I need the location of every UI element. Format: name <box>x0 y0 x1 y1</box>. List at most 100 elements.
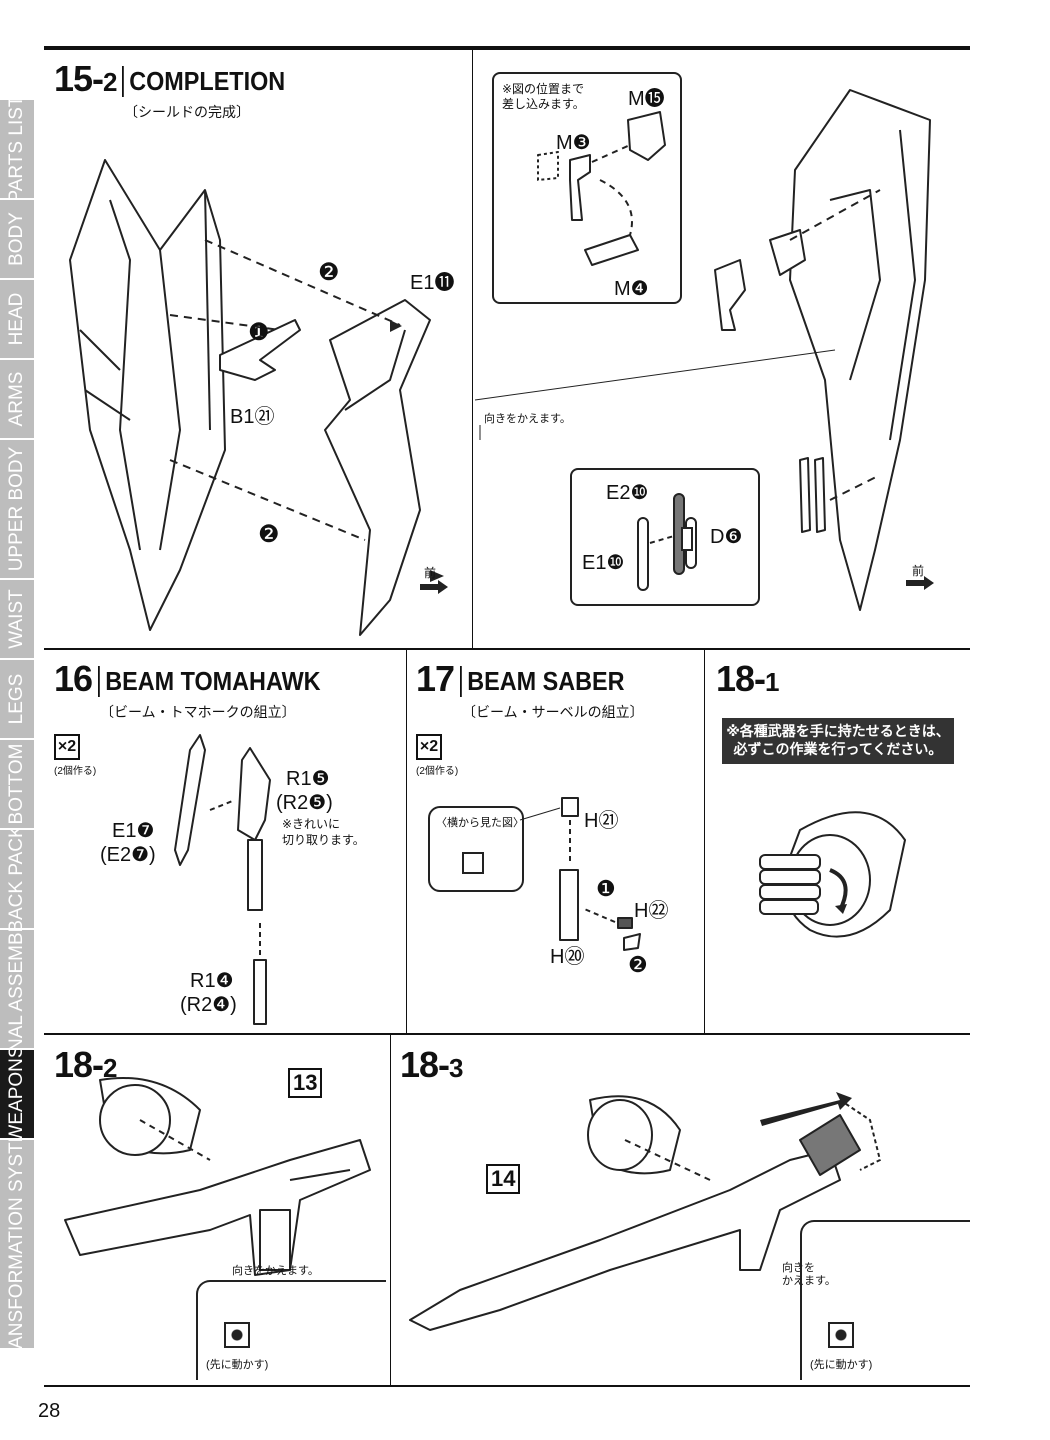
section-tab-label: BOTTOM <box>6 743 27 825</box>
section-tab-label: UPPER BODY <box>6 446 27 572</box>
first-move-note-18-2: (先に動かす) <box>206 1359 269 1371</box>
label-b1-21: B1㉑ <box>230 406 275 428</box>
section-tab-head: HEAD <box>0 280 34 360</box>
insert-detail-box <box>492 72 682 304</box>
label-e1-11: E1⓫ <box>410 272 455 294</box>
label-m4: M❹ <box>614 278 649 300</box>
section-tab-label: HEAD <box>6 292 27 346</box>
section-tab-back-pack: BACK PACK <box>0 830 34 930</box>
section-tab-legs: LEGS <box>0 660 34 740</box>
label-r2-5: (R2❺) <box>276 792 333 814</box>
label-e2-10: E2❿ <box>606 482 649 504</box>
front-arrow-right-icon <box>906 576 934 590</box>
section-tab-weapons: WEAPONS <box>0 1050 34 1140</box>
rifle-13-drawing <box>64 1077 371 1276</box>
turn-note-18-2: 向きをかえます。 <box>232 1265 319 1277</box>
front-label-left: 前 <box>424 566 437 580</box>
first-move-note-18-3: (先に動かす) <box>810 1359 873 1371</box>
part-badge-13: 13 <box>288 1068 323 1098</box>
label-e1-10: E1❿ <box>582 552 625 574</box>
section-tab-bottom: BOTTOM <box>0 740 34 830</box>
rule-row2 <box>44 648 970 650</box>
beam-saber-drawing <box>519 797 641 951</box>
beam-parts-drawing <box>637 493 697 591</box>
label-h20: H⑳ <box>550 946 585 968</box>
step-16-subtitle: 〔ビーム・トマホークの組立〕 <box>100 704 296 720</box>
shield-back-drawing <box>714 89 931 611</box>
step-18-3-number: 18-3 <box>400 1044 464 1085</box>
section-tab-final-assemble: FINAL ASSEMBLE <box>0 930 34 1050</box>
marker-1: ❶ <box>248 319 270 346</box>
label-r1-5: R1❺ <box>286 768 330 790</box>
label-e2-7: (E2❼) <box>100 844 156 866</box>
insert-note: ※図の位置まで 差し込みます。 <box>502 82 585 111</box>
part-badge-14: 14 <box>486 1164 521 1194</box>
side-view-label: 〈横から見た図〉 <box>436 817 524 829</box>
step-16-title: BEAM TOMAHAWK <box>98 666 321 697</box>
trigger-move-icon-18-2 <box>224 1322 250 1348</box>
label-h22: H㉒ <box>634 900 669 922</box>
callout-lines <box>474 349 836 440</box>
clean-cut-note: ※きれいに 切り取ります。 <box>282 817 365 847</box>
label-m15: M⓯ <box>628 88 665 110</box>
hand-open-drawing <box>759 811 906 938</box>
m-parts-drawing <box>537 111 666 266</box>
qty-note-17: (2個作る) <box>416 766 459 777</box>
section-tab-transformation-system: TRANSFORMATION SYSTEM <box>0 1140 34 1350</box>
top-rule <box>44 46 970 50</box>
trigger-move-icon-18-3 <box>828 1322 854 1348</box>
shield-assembly-drawing <box>69 159 444 636</box>
turn-note-right: 向きをかえます。 <box>484 413 571 425</box>
marker-2-bottom: ❷ <box>258 521 280 548</box>
section-tab-label: WEAPONS <box>6 1050 27 1140</box>
section-tab-label: BACK PACK <box>6 830 27 930</box>
marker-17-2: ❷ <box>628 952 648 977</box>
label-r2-4: (R2❹) <box>180 994 237 1016</box>
beam-tomahawk-drawing <box>174 734 271 1025</box>
bottom-rule <box>44 1385 970 1387</box>
section-tab-label: BODY <box>6 212 27 266</box>
qty-note-16: (2個作る) <box>54 766 97 777</box>
section-tab-parts-list: PARTS LIST <box>0 100 34 200</box>
section-tab-label: ARMS <box>6 371 27 427</box>
marker-2-top: ❷ <box>318 259 340 286</box>
step-17-subtitle: 〔ビーム・サーベルの組立〕 <box>462 704 644 720</box>
divider-15-right <box>472 50 473 648</box>
page-number: 28 <box>38 1400 61 1422</box>
marker-17-1: ❶ <box>596 876 616 901</box>
label-e1-7: E1❼ <box>112 820 155 842</box>
section-tab-label: WAIST <box>6 589 27 649</box>
step-18-1-number: 18-1 <box>716 658 780 699</box>
section-tabs: PARTS LIST BODY HEAD ARMS UPPER BODY WAIST LEG… <box>0 100 34 1400</box>
side-view-square <box>462 852 484 874</box>
beam-parts-detail-box <box>570 468 760 606</box>
step-15-2-title: COMPLETION <box>122 66 285 97</box>
section-tab-arms: ARMS <box>0 360 34 440</box>
step-17-number: 17 <box>416 658 455 699</box>
label-m3: M❸ <box>556 132 591 154</box>
rule-row3 <box>44 1033 970 1035</box>
detail-box-18-3 <box>800 1220 970 1380</box>
section-tab-label: LEGS <box>6 673 27 725</box>
turn-note-18-3: 向きを かえます。 <box>782 1262 836 1287</box>
side-view-bubble <box>428 806 524 892</box>
step-16-number: 16 <box>54 658 93 699</box>
label-r1-4: R1❹ <box>190 970 234 992</box>
front-label-right: 前 <box>912 564 925 578</box>
step-15-2-subtitle: 〔シールドの完成〕 <box>124 104 250 120</box>
front-arrow-left-icon <box>420 580 448 594</box>
section-tab-label: PARTS LIST <box>6 100 27 200</box>
section-tab-upper-body: UPPER BODY <box>0 440 34 580</box>
section-tab-waist: WAIST <box>0 580 34 660</box>
divider-16-17 <box>406 650 407 1033</box>
divider-17-18 <box>704 650 705 1033</box>
step-15-2-number: 15-2 <box>54 58 118 99</box>
label-d6: D❻ <box>710 526 743 548</box>
section-tab-label: TRANSFORMATION SYSTEM <box>6 1140 27 1350</box>
divider-18-2-18-3 <box>390 1035 391 1385</box>
detail-box-18-2 <box>196 1280 386 1380</box>
section-tab-body: BODY <box>0 200 34 280</box>
section-tab-label: FINAL ASSEMBLE <box>6 930 27 1050</box>
step-18-2-number: 18-2 <box>54 1044 118 1085</box>
weapon-hold-notice: ※各種武器を手に持たせるときは、 必ずこの作業を行ってください。 <box>722 718 954 764</box>
